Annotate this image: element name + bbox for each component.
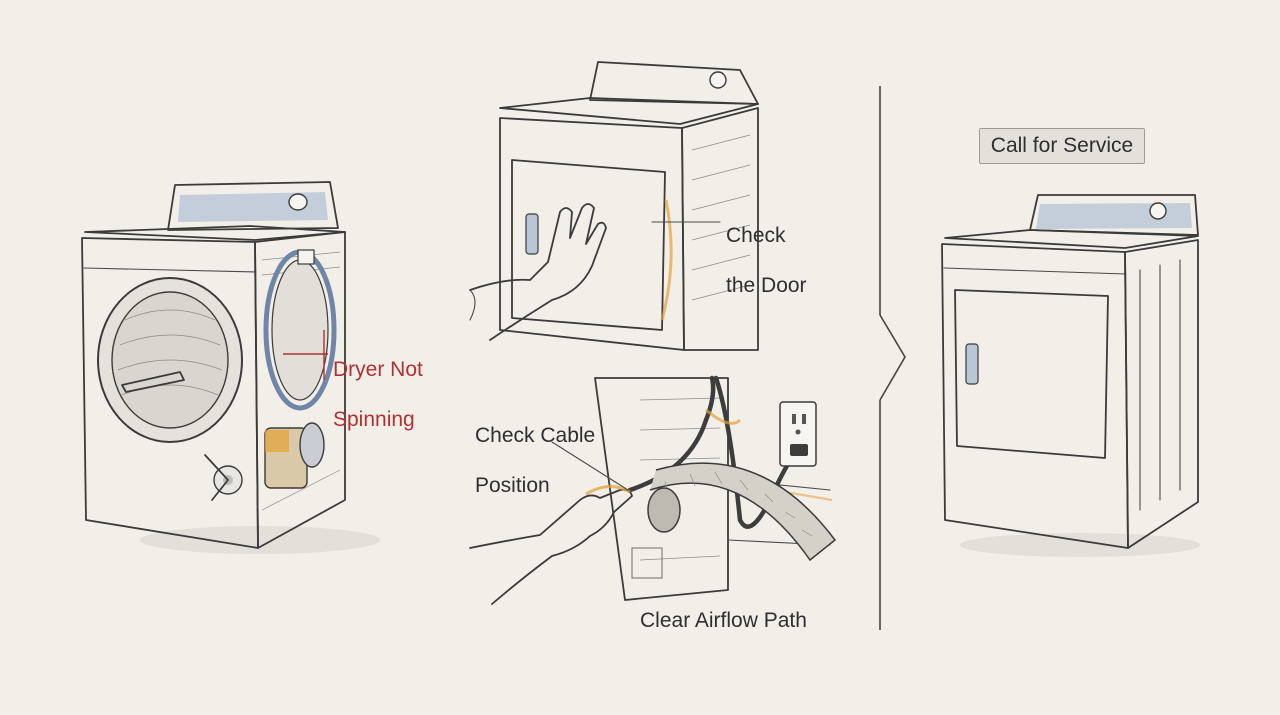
clear-airflow-path-label: Clear Airflow Path — [640, 609, 807, 632]
call-for-service-badge: Call for Service — [979, 128, 1145, 164]
chevron-right-icon — [879, 314, 906, 401]
door-label-line-2: the Door — [726, 274, 807, 297]
hand-on-door-sketch — [469, 61, 759, 351]
check-cable-position-label: Check Cable Position — [475, 398, 595, 523]
closed-dryer-sketch — [941, 194, 1200, 557]
door-label-line-1: Check — [726, 224, 786, 247]
cable-label-line-2: Position — [475, 474, 550, 497]
wall-outlet-icon — [779, 401, 817, 467]
open-dryer-sketch — [81, 181, 380, 554]
dryer-label-line-1: Dryer Not — [333, 358, 423, 381]
hand-on-cable-sketch — [469, 375, 837, 605]
cable-label-line-1: Check Cable — [475, 424, 596, 447]
dryer-label-line-2: Spinning — [333, 408, 415, 431]
check-the-door-label: Check the Door — [726, 198, 807, 323]
dryer-not-spinning-label: Dryer Not Spinning — [333, 332, 423, 457]
